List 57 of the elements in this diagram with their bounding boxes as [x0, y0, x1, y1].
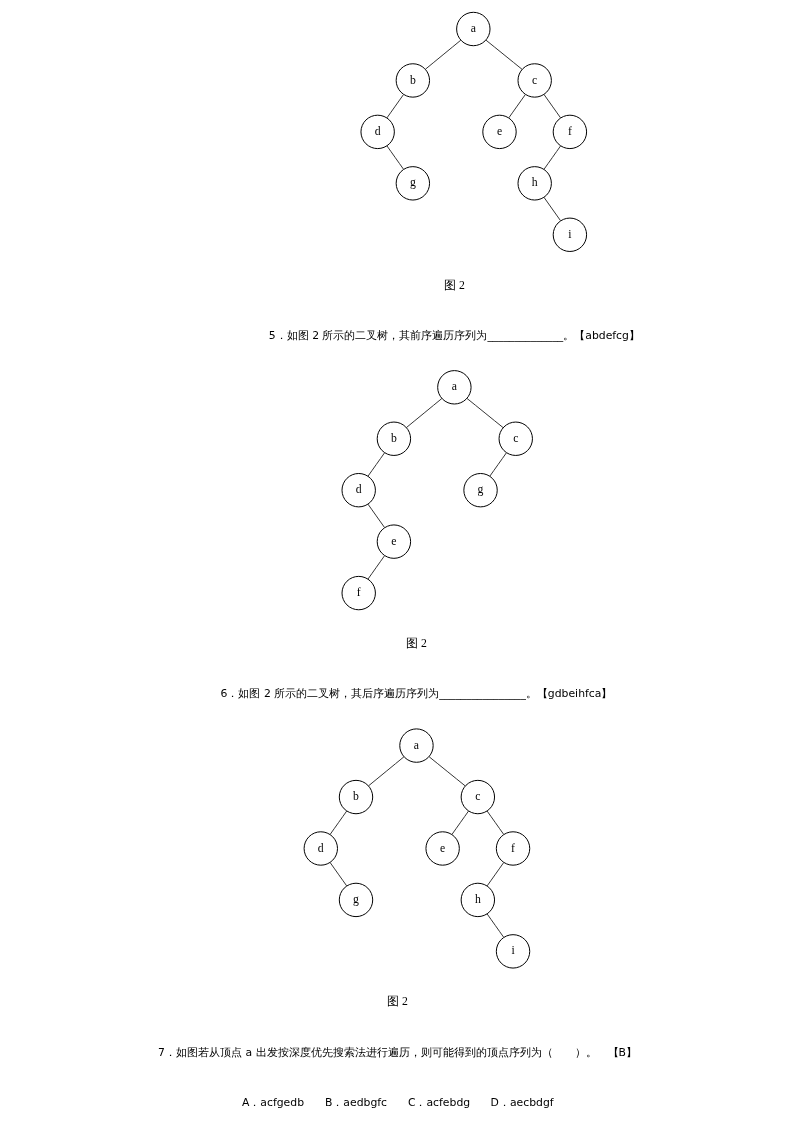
node-circle: h: [517, 166, 552, 201]
label: 图 2: [387, 995, 408, 1009]
node-circle: e: [425, 831, 460, 866]
connector: [486, 810, 505, 835]
connector: [543, 145, 562, 170]
node-circle: d: [341, 473, 376, 508]
node-circle: f: [552, 114, 588, 150]
node-circle: d: [303, 831, 338, 866]
connector: [329, 810, 348, 835]
node-circle: h: [460, 882, 496, 918]
node-circle: g: [395, 166, 431, 201]
connector: [451, 810, 470, 835]
connector: [489, 452, 507, 477]
node-circle: a: [456, 11, 491, 47]
connector: [486, 861, 505, 887]
node-circle: f: [341, 575, 376, 611]
node-circle: b: [376, 421, 412, 456]
label: 图 2: [443, 278, 465, 292]
node-circle: c: [498, 421, 533, 456]
node-circle: a: [437, 370, 472, 405]
connector: [466, 398, 504, 429]
node-circle: c: [460, 779, 496, 815]
connector: [424, 39, 462, 70]
label: 图 2: [406, 637, 427, 651]
node-circle: c: [517, 63, 552, 98]
connector: [543, 93, 562, 119]
connector: [386, 93, 405, 119]
connector: [485, 39, 523, 70]
label: D．aecbdgf: [490, 1096, 554, 1110]
label: A．acfgedb: [241, 1096, 305, 1110]
node-circle: e: [376, 524, 412, 559]
node-circle: e: [482, 114, 517, 150]
node-circle: g: [338, 882, 374, 918]
node-circle: d: [360, 114, 395, 150]
connector: [368, 756, 405, 787]
connector: [543, 196, 562, 222]
connector: [386, 145, 405, 170]
label: C．acfebdg: [407, 1096, 471, 1110]
connector: [428, 756, 466, 787]
connector: [329, 861, 348, 887]
label: B．aedbgfc: [324, 1096, 388, 1110]
connector: [405, 398, 443, 429]
node-circle: i: [495, 934, 531, 969]
label: 5．如图 2 所示的二叉树，其前序遍历序列为______________。【abdefcg】: [268, 329, 640, 343]
connector: [367, 452, 386, 477]
node-circle: a: [399, 728, 434, 763]
connector: [486, 913, 505, 938]
node-circle: b: [395, 63, 431, 98]
label: 7．如图若从顶点 a 出发按深度优先搜索法进行遍历，则可能得到的顶点序列为（ ）。 【B】: [158, 1045, 637, 1059]
node-circle: g: [463, 473, 498, 508]
connector: [508, 93, 526, 119]
node-circle: i: [552, 217, 588, 252]
connector: [367, 555, 386, 580]
node-circle: f: [495, 831, 531, 866]
node-circle: b: [338, 779, 374, 815]
connector: [367, 503, 386, 529]
label: 6．如图 2 所示的二叉树，其后序遍历序列为________________。【gdbeihfca】: [220, 687, 613, 701]
